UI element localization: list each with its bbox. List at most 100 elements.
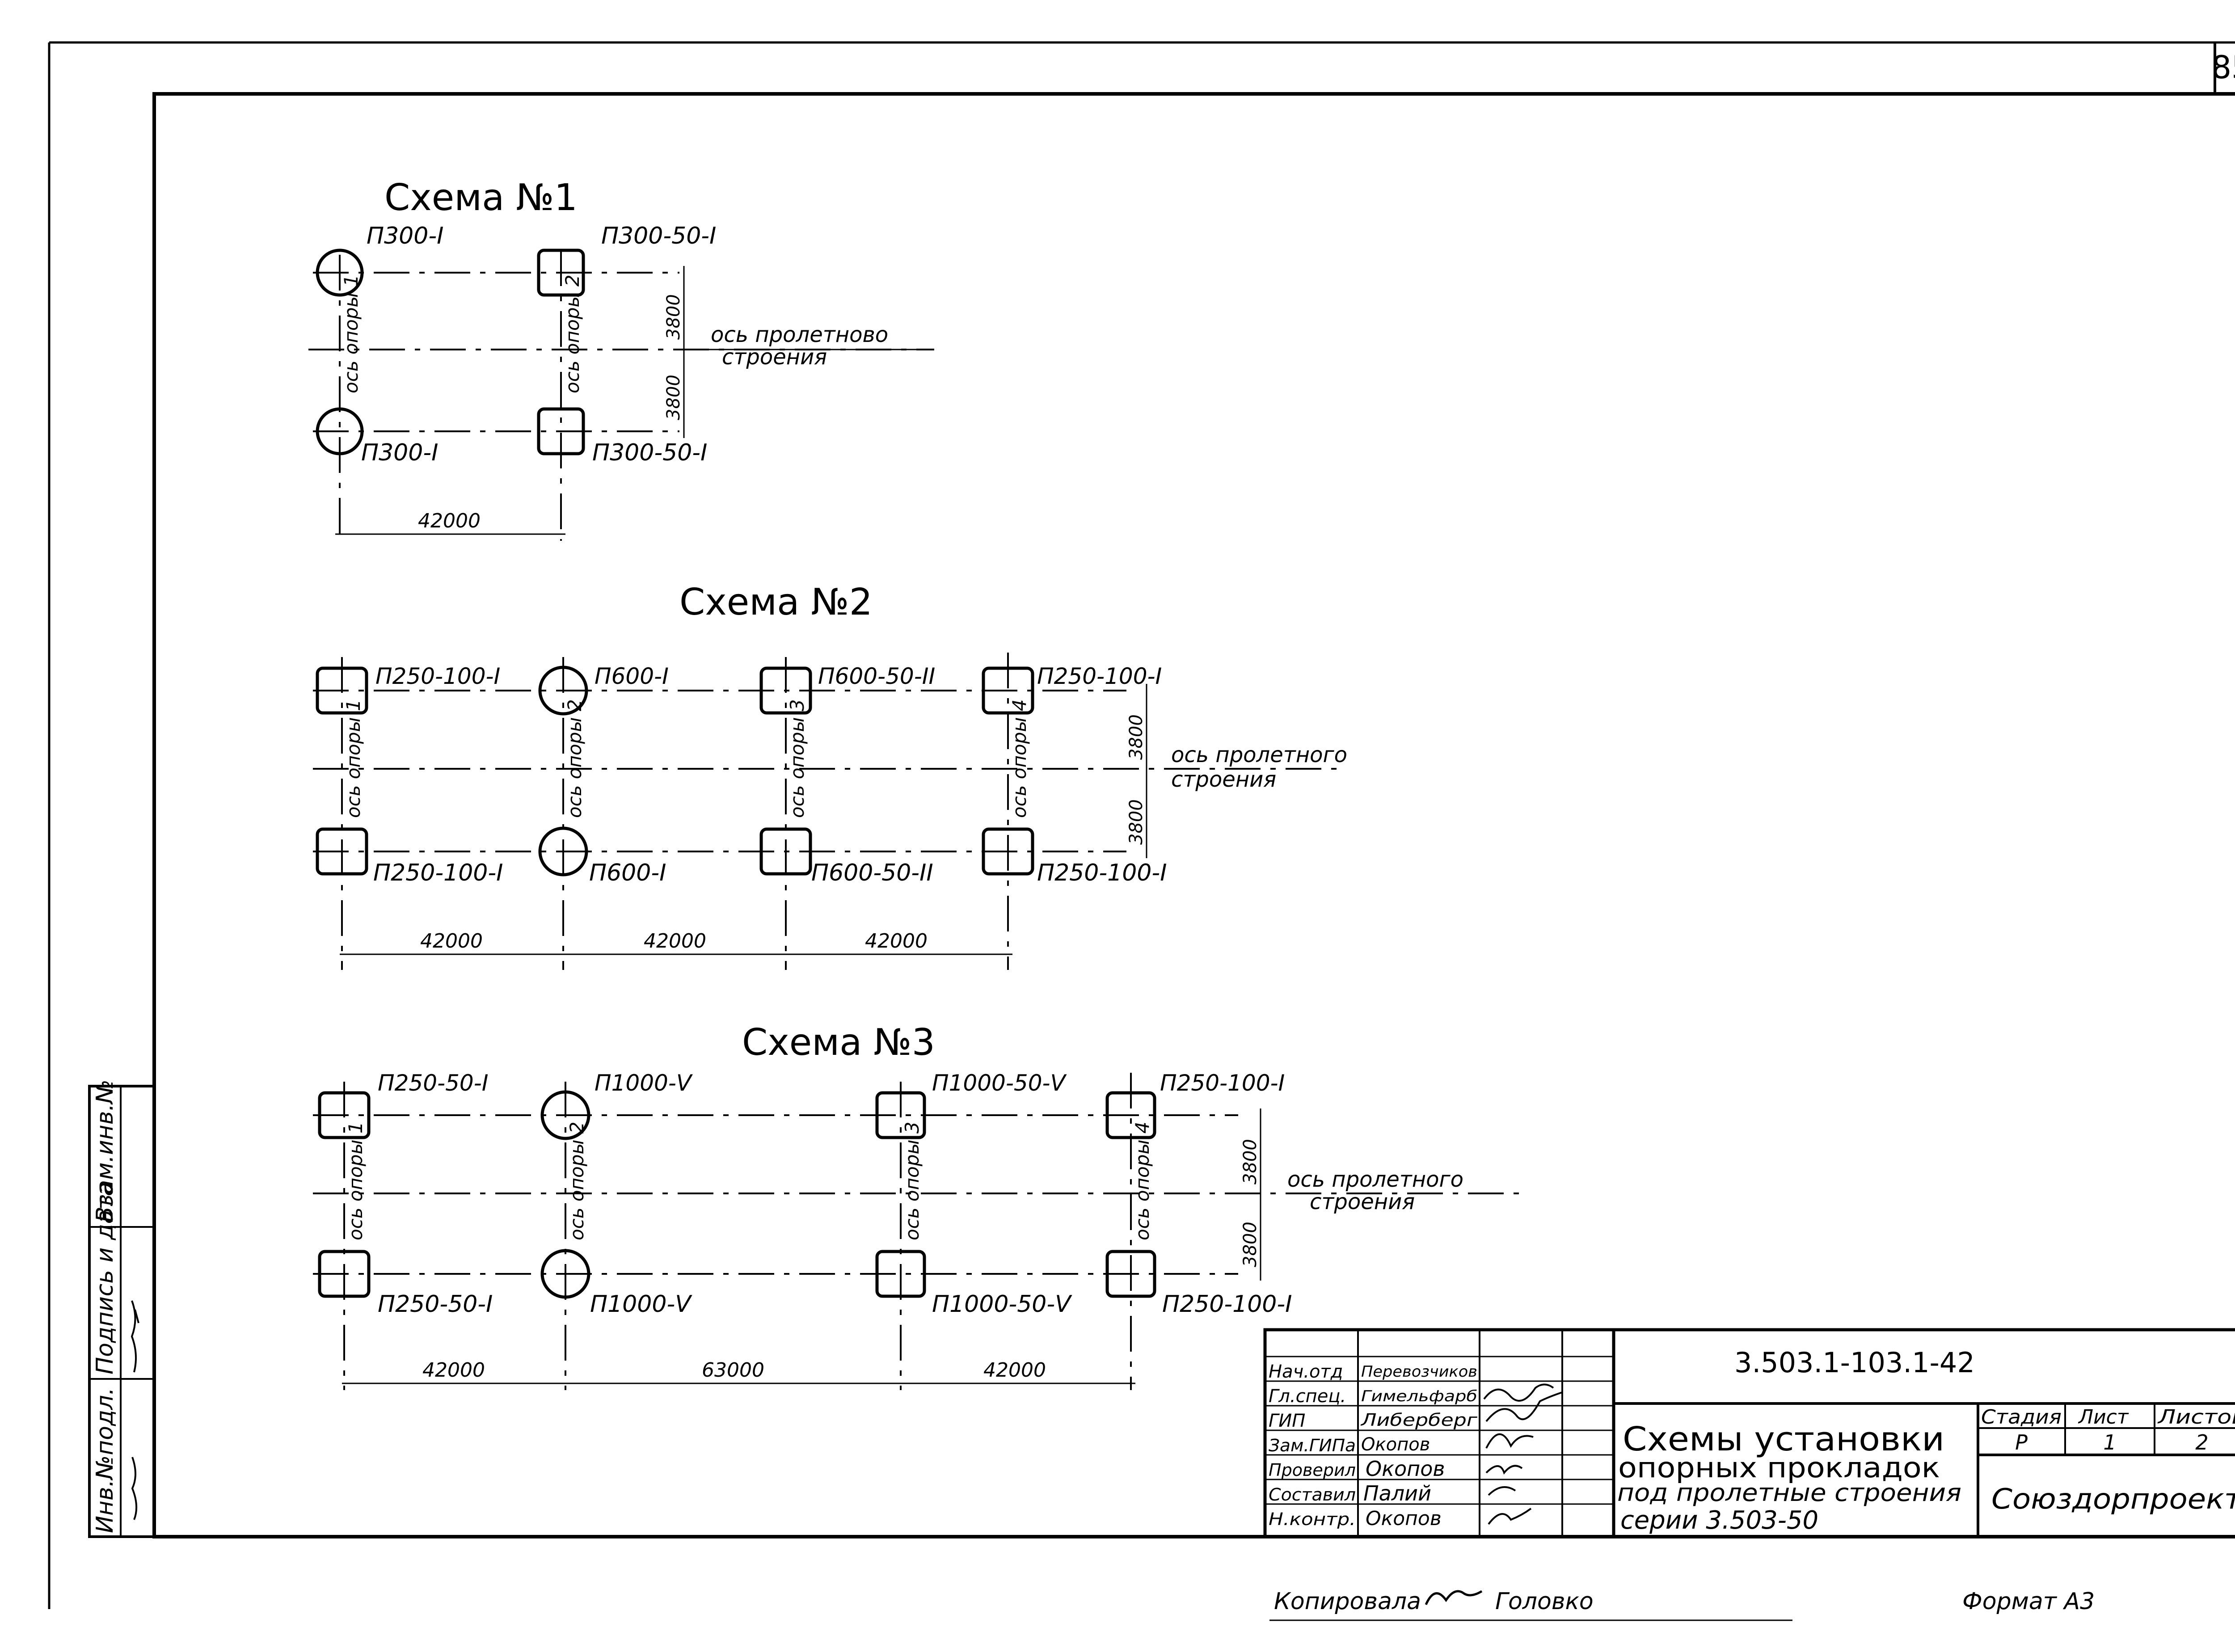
pad-circle bbox=[538, 666, 588, 716]
copied-by-label: Копировала bbox=[1274, 1588, 1421, 1615]
span-axis-label: строения bbox=[1310, 1189, 1415, 1214]
title-block: Нач.отд Перевозчиков Гл.спец. Гимельфарб… bbox=[1263, 1328, 2235, 1538]
span-dimension: 42000 bbox=[983, 1359, 1046, 1382]
pad-square bbox=[316, 666, 368, 715]
span-dimension: 42000 bbox=[865, 930, 928, 952]
span-dimension: 63000 bbox=[702, 1359, 764, 1382]
role-label: Гл.спец. bbox=[1269, 1386, 1346, 1407]
pad-square bbox=[537, 249, 585, 297]
pad-square bbox=[875, 1250, 926, 1298]
stamp-inv-number: Инв.№подл. bbox=[92, 1387, 118, 1533]
pad-label: П250-50-I bbox=[378, 1070, 489, 1096]
pad-label: П250-100-I bbox=[1037, 860, 1167, 886]
stamp-scribble bbox=[131, 1300, 139, 1373]
role-label: ГИП bbox=[1269, 1411, 1305, 1431]
span-axis-label: ось пролетного bbox=[1171, 742, 1347, 767]
pad-circle bbox=[316, 407, 364, 455]
pad-label: П250-100-I bbox=[375, 663, 500, 689]
span-dimension: 42000 bbox=[644, 930, 706, 952]
support-axis-label: ось опоры 1 bbox=[345, 1121, 367, 1240]
pad-circle bbox=[538, 826, 588, 877]
role-name: Окопов bbox=[1366, 1457, 1445, 1481]
stage-header: Стадия bbox=[1981, 1406, 2062, 1429]
side-stamp: Инв.№подл. Подпись и дата Взам.инв.№ bbox=[88, 1079, 156, 1538]
scheme-title: Схема №1 bbox=[384, 177, 578, 219]
pad-square bbox=[982, 827, 1034, 876]
support-axis-label: ось опоры 3 bbox=[901, 1121, 923, 1240]
pad-circle bbox=[316, 249, 364, 297]
document-code: 3.503.1-103.1-42 bbox=[1734, 1346, 1975, 1379]
pad-label: П1000-50-V bbox=[932, 1070, 1067, 1096]
format-label: Формат А3 bbox=[1962, 1588, 2095, 1615]
role-label: Н.контр. bbox=[1269, 1509, 1356, 1529]
pad-label: П600-I bbox=[589, 860, 666, 886]
sheets-header: Листов bbox=[2157, 1406, 2235, 1429]
span-axis-label: строения bbox=[722, 345, 827, 370]
drawing-frame bbox=[152, 92, 2235, 1538]
sheets-value: 2 bbox=[2195, 1430, 2208, 1454]
scheme-title: Схема №2 bbox=[679, 581, 873, 624]
pad-label: П300-I bbox=[361, 439, 438, 466]
organization: Союздорпроект bbox=[1991, 1483, 2235, 1515]
document-title: Схемы установки bbox=[1623, 1420, 1944, 1458]
sheet-value: 1 bbox=[2103, 1430, 2116, 1454]
support-axis-label: ось опоры 2 bbox=[561, 274, 583, 393]
pad-circle bbox=[540, 1249, 590, 1299]
sheet-header: Лист bbox=[2078, 1406, 2129, 1429]
document-title: опорных прокладок bbox=[1618, 1451, 1940, 1484]
pad-label: П250-100-I bbox=[1037, 663, 1162, 689]
pad-square bbox=[316, 827, 368, 876]
role-name: Перевозчиков bbox=[1361, 1363, 1477, 1381]
scheme-title: Схема №3 bbox=[742, 1021, 935, 1064]
span-axis-label: строения bbox=[1171, 767, 1276, 792]
dimension-label: 3800 bbox=[1126, 799, 1147, 845]
support-axis-label: ось опоры 1 bbox=[342, 699, 364, 818]
span-dimension: 42000 bbox=[418, 510, 481, 532]
role-name: Палий bbox=[1363, 1481, 1431, 1505]
pad-square bbox=[1105, 1250, 1156, 1298]
pad-circle bbox=[540, 1090, 590, 1140]
dimension-label: 3800 bbox=[1240, 1222, 1261, 1267]
pad-label: П250-100-I bbox=[373, 860, 503, 886]
support-axis-label: ось опоры 4 bbox=[1008, 699, 1030, 818]
stamp-scribble-2 bbox=[131, 1457, 138, 1520]
pad-label: П250-100-I bbox=[1162, 1291, 1292, 1318]
copier-name: Головко bbox=[1495, 1588, 1594, 1615]
pad-label: П600-50-II bbox=[811, 860, 933, 886]
pad-square bbox=[318, 1091, 371, 1139]
pad-label: П250-100-I bbox=[1160, 1070, 1285, 1096]
page-number: 85 bbox=[2211, 49, 2235, 86]
pad-square bbox=[759, 827, 812, 876]
document-title: серии 3.503-50 bbox=[1620, 1506, 1818, 1535]
span-dimension: 42000 bbox=[420, 930, 483, 952]
role-name: Гимельфарб bbox=[1361, 1387, 1477, 1405]
role-label: Составил bbox=[1269, 1485, 1356, 1504]
pad-square bbox=[759, 666, 812, 715]
support-axis-label: ось опоры 2 bbox=[566, 1121, 588, 1240]
pad-label: П1000-50-V bbox=[932, 1291, 1072, 1318]
role-label: Зам.ГИПа bbox=[1269, 1436, 1356, 1455]
pad-square bbox=[875, 1091, 926, 1139]
role-name: Либерберг bbox=[1360, 1410, 1478, 1430]
scheme-3: Схема №3 П250-50-I П250-50-I П1000-V П10… bbox=[313, 1021, 1520, 1390]
stamp-replaced-inv: Взам.инв.№ bbox=[92, 1079, 118, 1222]
pad-square bbox=[537, 407, 585, 455]
role-label: Проверил bbox=[1269, 1460, 1356, 1480]
copier-signature bbox=[1425, 1590, 1483, 1606]
pad-label: П600-I bbox=[595, 663, 669, 689]
role-name: Окопов bbox=[1366, 1507, 1442, 1530]
pad-label: П1000-V bbox=[595, 1070, 693, 1096]
pad-label: П600-50-II bbox=[818, 663, 935, 689]
span-axis-label: ось пролетново bbox=[711, 322, 888, 347]
stage-value: Р bbox=[2015, 1430, 2028, 1454]
stamp-signature-date: Подпись и дата bbox=[92, 1182, 118, 1374]
pad-label: П300-I bbox=[367, 223, 443, 249]
pad-label: П1000-V bbox=[590, 1291, 692, 1318]
title-block-frame bbox=[1263, 1328, 2235, 1538]
support-axis-label: ось опоры 4 bbox=[1131, 1121, 1153, 1240]
support-axis-label: ось опоры 2 bbox=[564, 699, 586, 818]
dimension-label: 3800 bbox=[663, 294, 684, 340]
pad-square bbox=[318, 1250, 371, 1298]
pad-label: П300-50-I bbox=[592, 439, 707, 466]
